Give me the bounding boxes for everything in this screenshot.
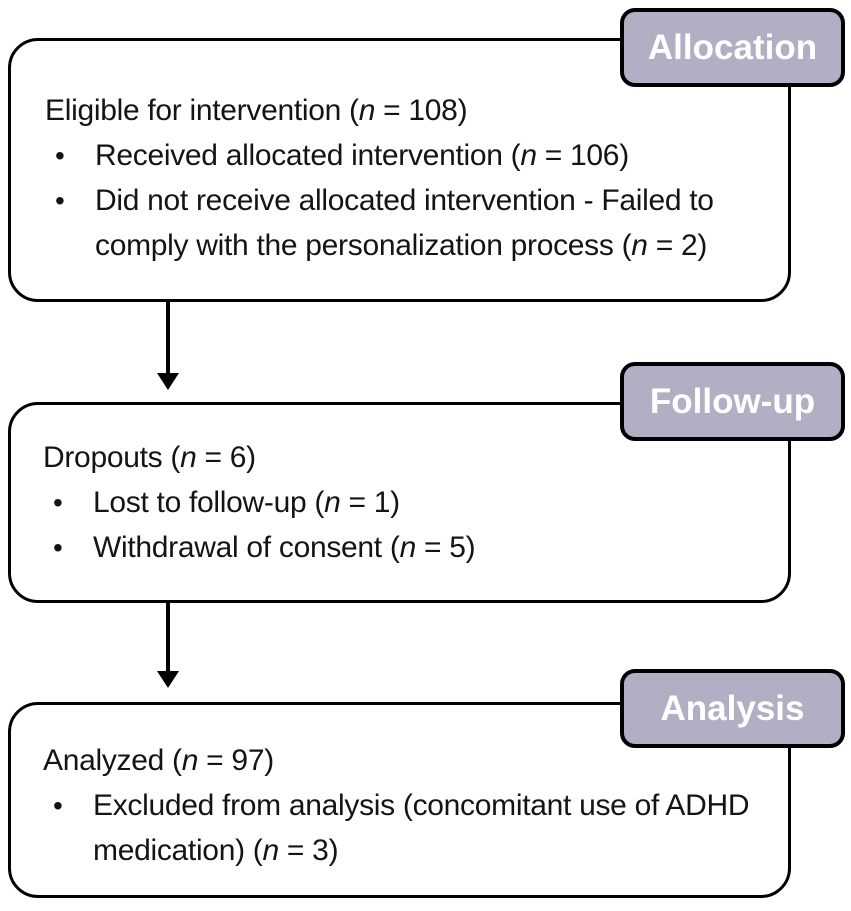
bullet-text: Received allocated intervention ( [95,139,521,172]
heading-text: Analyzed ( [43,744,182,777]
list-item: • Lost to follow-up (n = 1) [43,480,780,525]
sample-size-variable: n [181,744,199,777]
heading-text: Dropouts ( [43,441,181,474]
heading-text: = 97) [198,744,274,777]
stage-badge-label: Analysis [660,688,805,728]
heading-text: = 108) [375,94,468,127]
bullet-text: = 2) [647,229,708,262]
sample-size-variable: n [399,531,417,564]
stage-badge-label: Allocation [647,27,818,67]
stage-bullet-list: •Lost to follow-up (n = 1) •Withdrawal o… [43,480,780,570]
stage-heading: Dropouts (n = 6) [43,435,780,480]
bullet-text: = 106) [536,139,629,172]
stage-badge-label: Follow-up [649,381,816,421]
stage-heading: Analyzed (n = 97) [43,738,780,783]
bullet-text: = 5) [415,531,476,564]
bullet-icon: • [53,532,63,563]
bullet-text: Lost to follow-up ( [93,486,325,519]
bullet-icon: • [53,487,63,518]
arrow-head [157,373,179,390]
list-item: • Withdrawal of consent (n = 5) [43,525,780,570]
bullet-icon: • [55,140,65,171]
arrow-shaft [166,601,170,671]
bullet-icon: • [55,185,65,216]
down-arrow [157,601,179,688]
stage-bullet-list: • Excluded from analysis (concomitant use… [43,783,780,873]
heading-text: = 6) [196,441,256,474]
sample-size-variable: n [358,94,376,127]
bullet-icon: • [53,790,63,821]
stage-bullet-list: •Received allocated intervention (n = 10… [45,133,780,268]
stage-badge-analysis: Analysis [620,669,845,748]
down-arrow [157,300,179,390]
sample-size-variable: n [324,486,341,519]
arrow-shaft [166,300,170,373]
list-item: • Did not receive allocated intervention … [45,178,780,268]
bullet-text: = 1) [340,486,401,519]
sample-size-variable: n [631,229,648,262]
stage-badge-allocation: Allocation [620,8,845,87]
list-item: • Excluded from analysis (concomitant use… [43,783,780,873]
sample-size-variable: n [262,834,280,867]
bullet-text: = 3) [278,834,339,867]
stage-heading: Eligible for intervention (n = 108) [45,88,780,133]
sample-size-variable: n [180,441,197,474]
bullet-text: Excluded from analysis (concomitant use … [93,789,750,867]
list-item: • Received allocated intervention (n = 10… [45,133,780,178]
arrow-head [157,671,179,688]
stage-badge-follow-up: Follow-up [620,362,845,441]
bullet-text: Withdrawal of consent ( [93,531,400,564]
heading-text: Eligible for intervention ( [45,94,359,127]
sample-size-variable: n [520,139,537,172]
bullet-text: Did not receive allocated intervention -… [95,184,714,262]
